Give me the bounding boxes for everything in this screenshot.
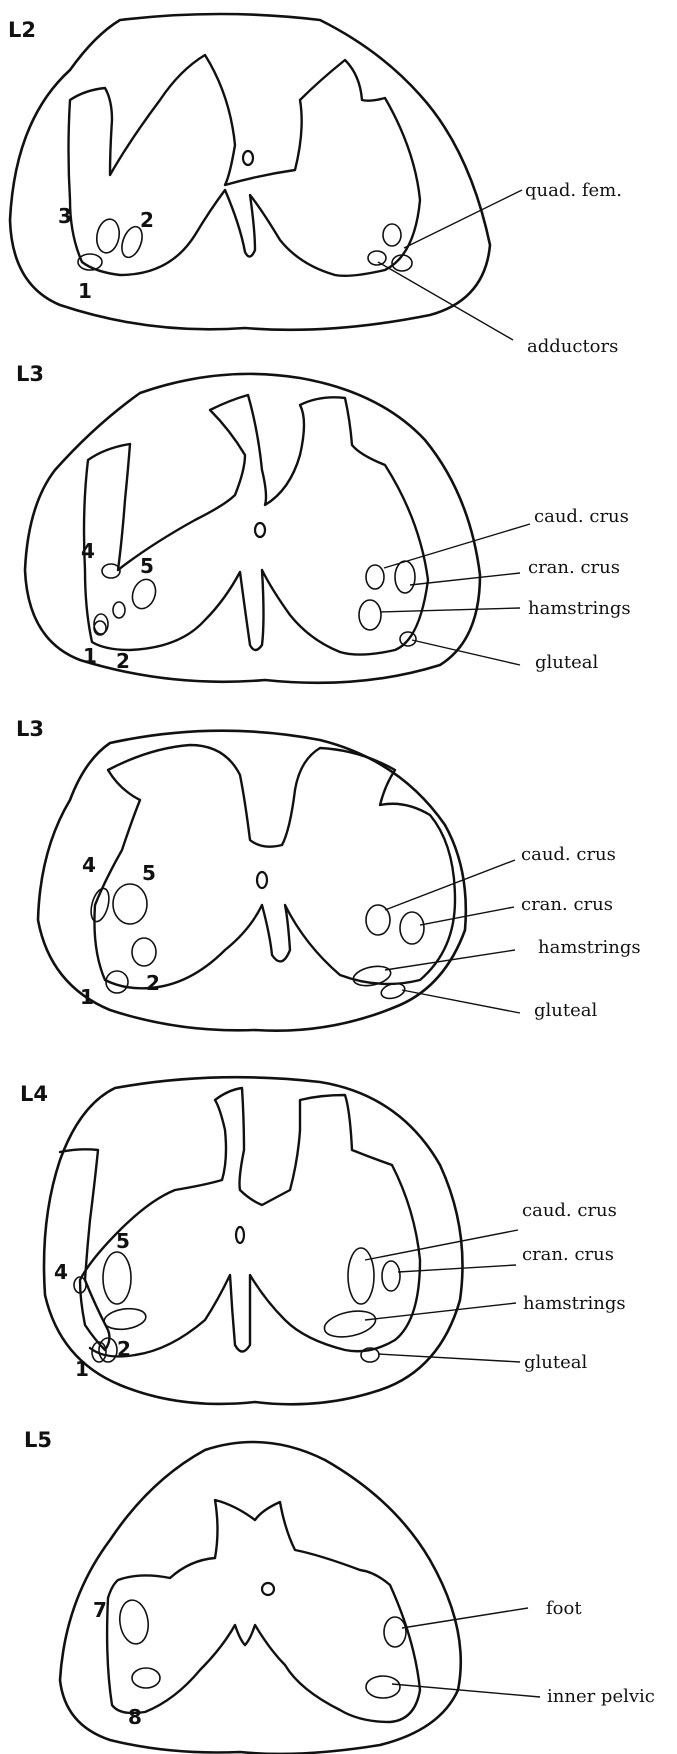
pool-number-5: 5 (116, 1229, 130, 1253)
white-matter-outline (38, 731, 466, 1031)
pool-number-1: 1 (78, 279, 92, 303)
motor-pool-2 (132, 938, 156, 966)
leader-line (402, 1608, 528, 1628)
leader-line (380, 608, 520, 612)
central-canal (243, 151, 253, 165)
central-canal (262, 1583, 274, 1595)
section-label-l3: L3 (16, 362, 44, 386)
label-quad-fem: quad. fem. (525, 180, 622, 201)
section-l2: L2 3 2 1 quad. fem. adductors (8, 14, 622, 357)
leader-line (402, 990, 520, 1013)
label-gluteal: gluteal (524, 1352, 587, 1373)
leader-line (398, 1265, 516, 1272)
motor-pool-cran-crus (400, 912, 424, 944)
pool-number-3: 3 (58, 204, 72, 228)
motor-pool-hamstrings (322, 1307, 378, 1341)
label-cran-crus: cran. crus (528, 557, 620, 578)
label-hamstrings: hamstrings (528, 598, 631, 619)
motor-pool-3 (113, 602, 125, 618)
motor-pool-foot (384, 1617, 406, 1647)
leader-line (378, 262, 513, 340)
pool-number-4: 4 (81, 539, 95, 563)
gray-matter-outline (69, 55, 421, 276)
motor-pool-5 (103, 1252, 131, 1304)
motor-pool-adductors (368, 251, 386, 265)
section-l3-upper: L3 4 5 1 2 caud. crus cran. crus hamstri… (16, 362, 631, 683)
motor-pool-cran-crus (395, 561, 415, 593)
pool-number-2: 2 (140, 208, 154, 232)
label-caud-crus: caud. crus (521, 844, 616, 865)
section-l4: L4 5 4 2 1 caud. crus cran. crus hamstri… (20, 1077, 626, 1404)
leader-line (412, 640, 520, 665)
white-matter-outline (60, 1442, 461, 1754)
motor-pool-quad-fem (383, 224, 401, 246)
section-label-l3: L3 (16, 717, 44, 741)
section-label-l2: L2 (8, 18, 36, 42)
leader-line (385, 860, 515, 910)
central-canal (257, 872, 267, 888)
label-gluteal: gluteal (535, 652, 598, 673)
leader-line (404, 190, 522, 248)
gray-matter-outline (107, 1500, 420, 1722)
leader-line (365, 1230, 518, 1260)
pool-number-2: 2 (146, 971, 160, 995)
pool-number-5: 5 (140, 554, 154, 578)
label-caud-crus: caud. crus (522, 1200, 617, 1221)
leader-line (365, 1303, 516, 1320)
label-foot: foot (546, 1598, 582, 1619)
section-label-l4: L4 (20, 1082, 48, 1106)
pool-number-1: 1 (83, 644, 97, 668)
label-adductors: adductors (527, 336, 618, 357)
label-hamstrings: hamstrings (523, 1293, 626, 1314)
leader-line (384, 524, 530, 568)
label-caud-crus: caud. crus (534, 506, 629, 527)
label-hamstrings: hamstrings (538, 937, 641, 958)
motor-pool-7 (117, 1598, 151, 1645)
motor-pool-5 (129, 576, 160, 612)
motor-pool-hamstrings (359, 600, 381, 630)
label-gluteal: gluteal (534, 1000, 597, 1021)
motor-pool-cran-crus (382, 1261, 400, 1291)
leader-line (378, 1354, 520, 1362)
motor-pool-5 (113, 884, 147, 924)
motor-pool-1 (94, 621, 106, 635)
pool-number-7: 7 (93, 1598, 107, 1622)
motor-pool-inner-pelvic (366, 1676, 400, 1698)
motor-pool-caud-crus (366, 565, 384, 589)
label-cran-crus: cran. crus (522, 1244, 614, 1265)
gray-matter-outline (60, 1088, 420, 1356)
pool-number-8: 8 (128, 1705, 142, 1729)
motor-pool-8 (132, 1668, 160, 1688)
motor-pool-2 (94, 217, 122, 254)
pool-number-2: 2 (117, 1337, 131, 1361)
leader-line (385, 950, 515, 970)
pool-number-4: 4 (54, 1260, 68, 1284)
section-l3-lower: L3 4 5 1 2 caud. crus cran. crus hamstri… (16, 717, 641, 1031)
label-inner-pelvic: inner pelvic (547, 1686, 655, 1707)
section-label-l5: L5 (24, 1428, 52, 1452)
central-canal (236, 1227, 244, 1243)
motor-pool-caud-crus (348, 1248, 374, 1304)
motor-pool-3 (103, 1306, 147, 1332)
pool-number-1: 1 (75, 1357, 89, 1381)
pool-number-2: 2 (116, 649, 130, 673)
pool-number-4: 4 (82, 853, 96, 877)
motor-pool-4 (102, 564, 120, 578)
leader-line (392, 1684, 540, 1697)
pool-number-1: 1 (80, 985, 94, 1009)
section-l5: L5 7 8 foot inner pelvic (24, 1428, 655, 1754)
pool-number-5: 5 (142, 861, 156, 885)
central-canal (255, 523, 265, 537)
label-cran-crus: cran. crus (521, 894, 613, 915)
